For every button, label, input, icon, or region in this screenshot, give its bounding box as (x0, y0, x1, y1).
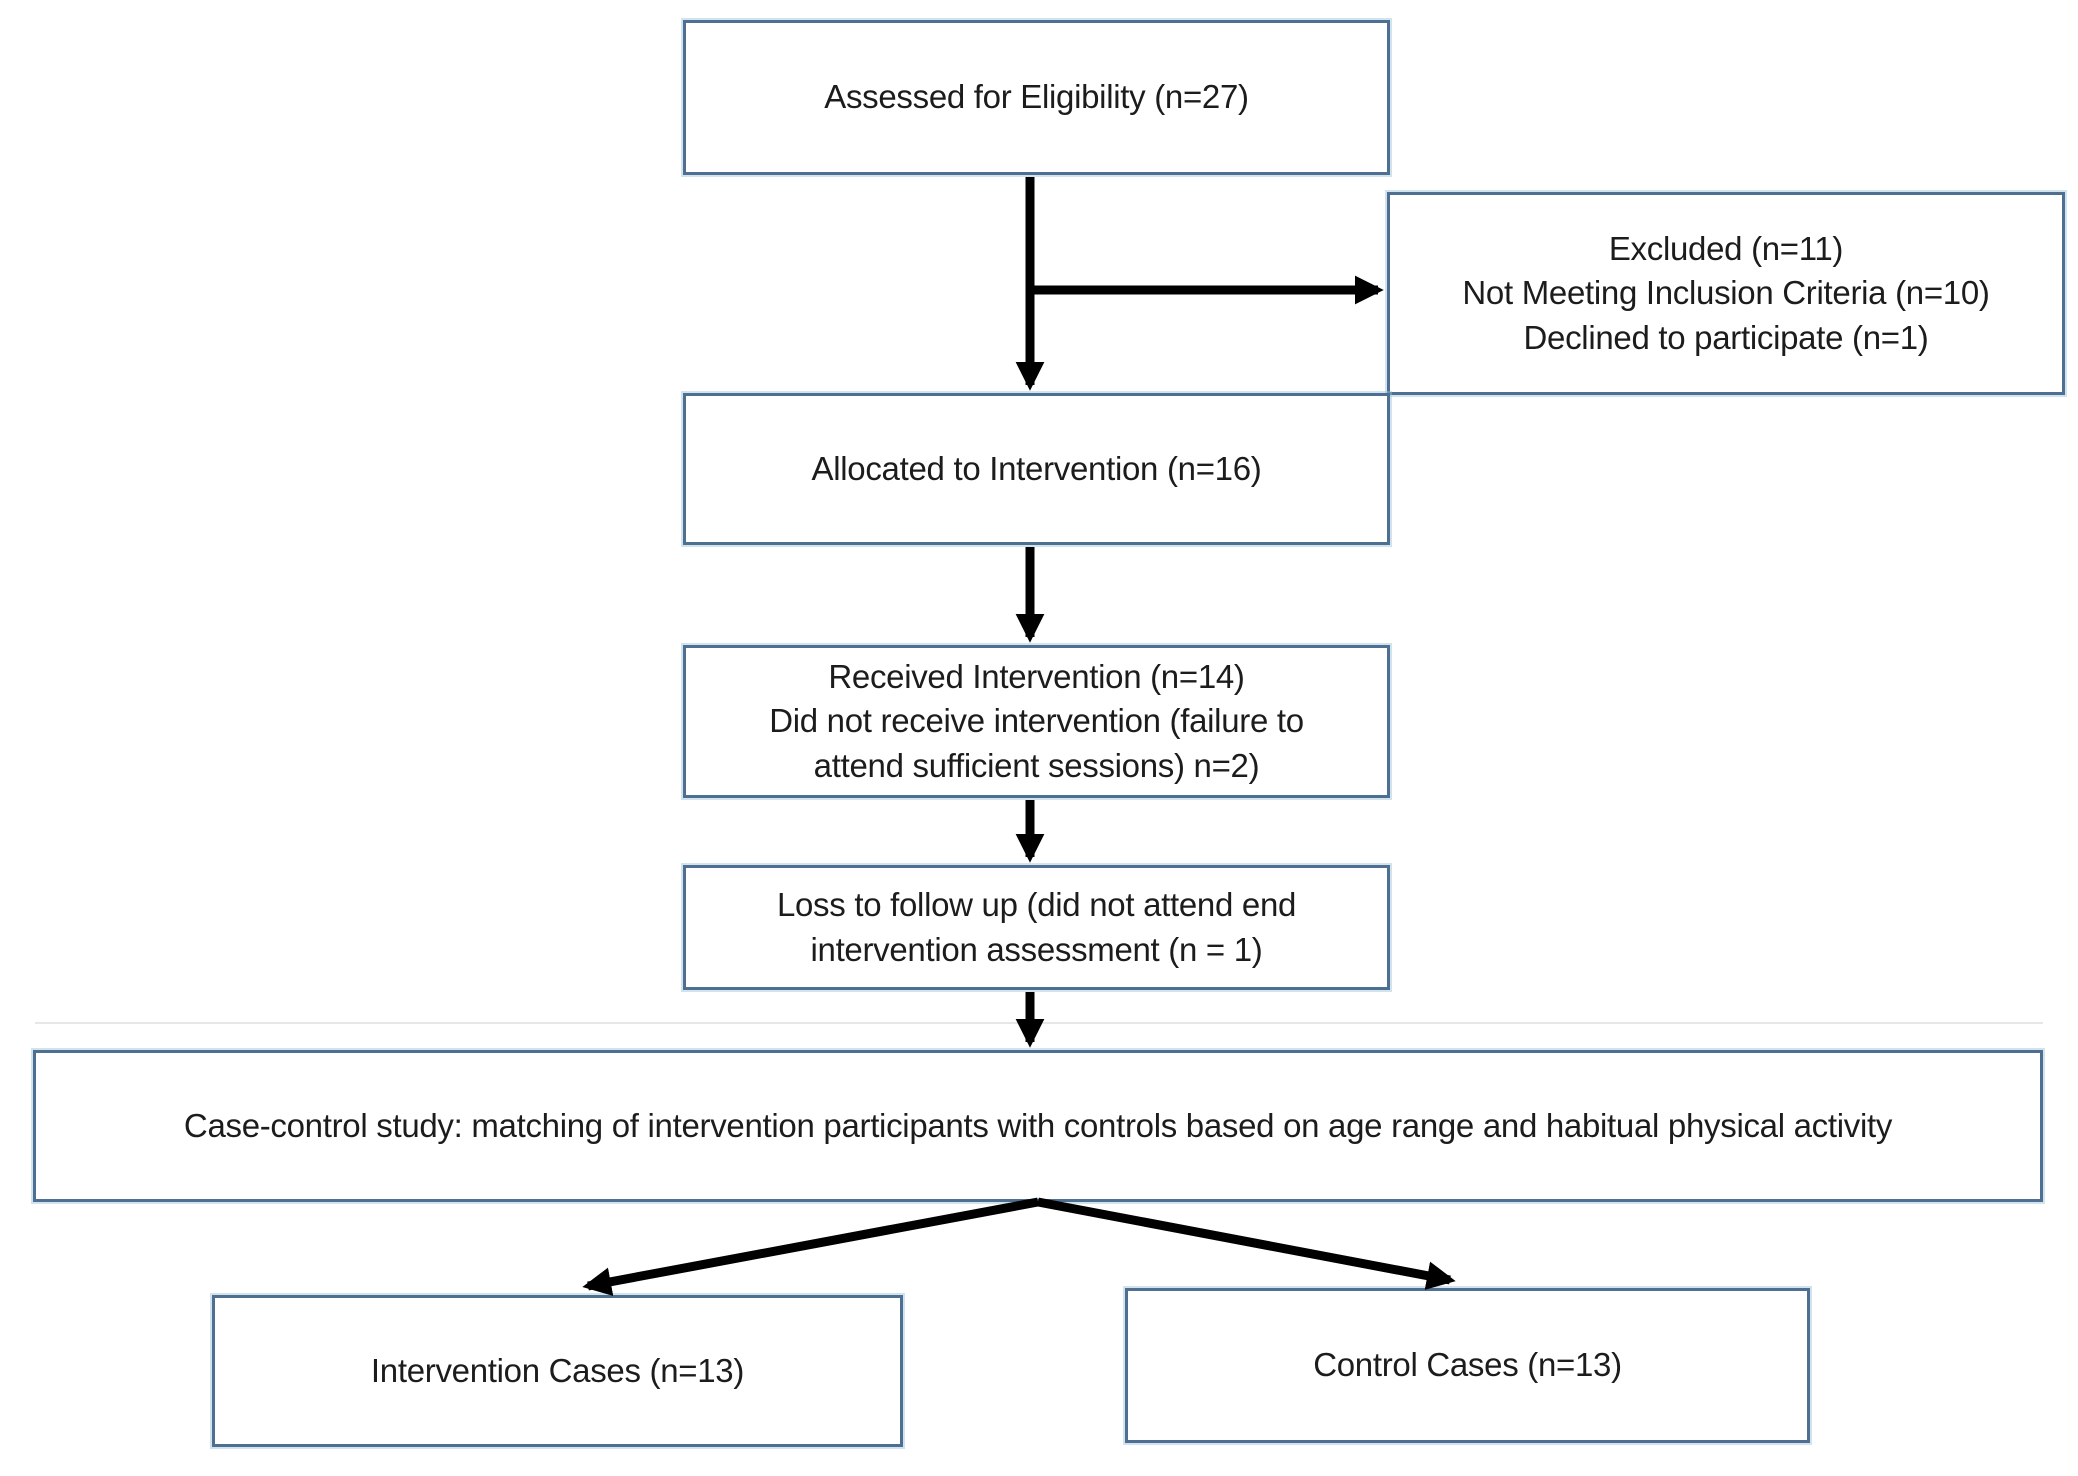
arrow-case-control-to-intervention-cases (582, 1197, 1039, 1296)
node-label: Loss to follow up (did not attend end (776, 886, 1297, 924)
node-label: Not Meeting Inclusion Criteria (n=10) (1462, 274, 1990, 312)
node-allocated-to-intervention: Allocated to Intervention (n=16) (683, 393, 1390, 545)
artifact-line (35, 1022, 2043, 1024)
node-label: Control Cases (n=13) (1313, 1346, 1622, 1384)
node-case-control-study: Case-control study: matching of interven… (33, 1050, 2043, 1202)
node-label: Intervention Cases (n=13) (370, 1351, 745, 1389)
node-label: attend sufficient sessions) n=2) (813, 746, 1260, 784)
arrow-case-control-to-control-cases (1037, 1197, 1456, 1290)
node-control-cases: Control Cases (n=13) (1125, 1288, 1810, 1443)
node-label: Assessed for Eligibility (n=27) (824, 78, 1249, 116)
node-label: Case-control study: matching of interven… (183, 1106, 1893, 1144)
node-assessed-for-eligibility: Assessed for Eligibility (n=27) (683, 20, 1390, 175)
node-label: Excluded (n=11) (1608, 230, 1844, 268)
node-intervention-cases: Intervention Cases (n=13) (212, 1295, 903, 1447)
node-loss-to-follow-up: Loss to follow up (did not attend end in… (683, 865, 1390, 990)
node-label: Allocated to Intervention (n=16) (811, 449, 1262, 487)
node-label: Declined to participate (n=1) (1523, 318, 1929, 356)
node-received-intervention: Received Intervention (n=14) Did not rec… (683, 645, 1390, 798)
node-label: Did not receive intervention (failure to (769, 702, 1304, 740)
node-label: intervention assessment (n = 1) (810, 930, 1263, 968)
node-label: Received Intervention (n=14) (828, 658, 1245, 696)
node-excluded: Excluded (n=11) Not Meeting Inclusion Cr… (1387, 192, 2065, 395)
